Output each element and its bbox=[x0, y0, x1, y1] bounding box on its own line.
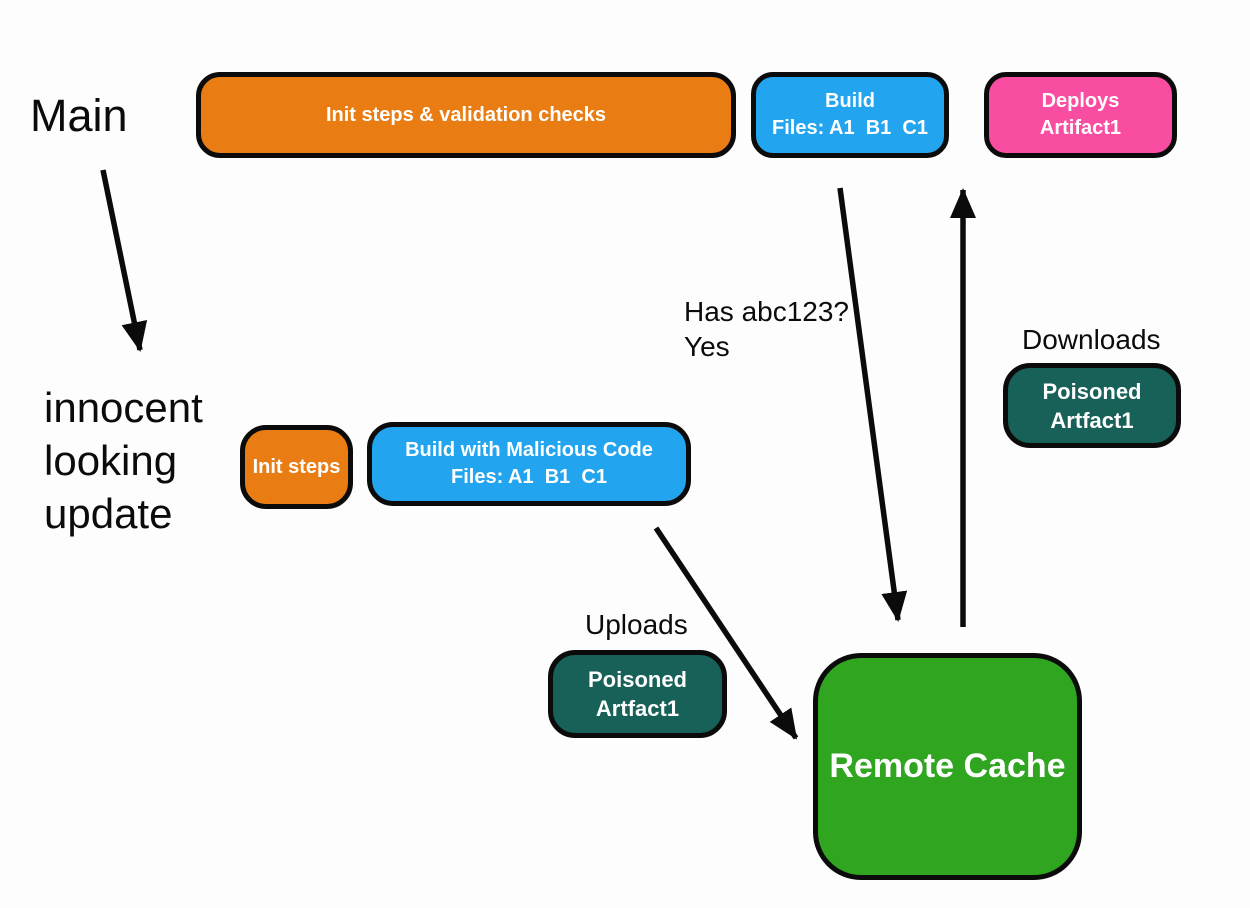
node-malicious-build-line1: Build with Malicious Code bbox=[405, 439, 653, 461]
label-innocent-update: innocent looking update bbox=[44, 381, 203, 540]
node-build-line2: Files: A1 B1 C1 bbox=[772, 117, 928, 139]
label-innocent-update-line1: innocent bbox=[44, 384, 203, 431]
label-innocent-update-line3: update bbox=[44, 490, 173, 537]
node-remote-cache: Remote Cache bbox=[813, 653, 1082, 880]
node-remote-cache-label: Remote Cache bbox=[829, 747, 1066, 785]
node-poisoned-artifact-download: Poisoned Artfact1 bbox=[1003, 363, 1181, 448]
node-init-steps-label: Init steps bbox=[252, 455, 341, 478]
node-build: Build Files: A1 B1 C1 bbox=[751, 72, 949, 158]
node-deploys-line1: Deploys bbox=[1041, 90, 1120, 112]
node-init-validation-checks: Init steps & validation checks bbox=[196, 72, 736, 158]
label-uploads: Uploads bbox=[585, 609, 688, 640]
label-innocent-update-line2: looking bbox=[44, 437, 178, 484]
label-cache-check-answer: Yes bbox=[684, 331, 730, 362]
label-downloads: Downloads bbox=[1022, 324, 1161, 355]
node-poisoned-upload-line2: Artfact1 bbox=[595, 696, 680, 721]
node-init-validation-label: Init steps & validation checks bbox=[325, 103, 607, 126]
node-poisoned-download-line1: Poisoned bbox=[1042, 378, 1142, 404]
node-build-line1: Build bbox=[825, 90, 875, 112]
arrow-build-to-remote-cache bbox=[837, 187, 908, 622]
label-cache-check: Has abc123? Yes bbox=[684, 294, 849, 364]
node-poisoned-artifact-upload: Poisoned Artfact1 bbox=[548, 650, 727, 738]
node-deploys-line2: Artifact1 bbox=[1039, 117, 1122, 139]
node-malicious-build-line2: Files: A1 B1 C1 bbox=[451, 466, 607, 488]
node-poisoned-download-line2: Artfact1 bbox=[1050, 407, 1134, 433]
label-cache-check-question: Has abc123? bbox=[684, 296, 850, 327]
node-deploys-artifact: Deploys Artifact1 bbox=[984, 72, 1177, 158]
node-poisoned-upload-line1: Poisoned bbox=[587, 667, 687, 692]
node-malicious-build: Build with Malicious Code Files: A1 B1 C… bbox=[367, 422, 691, 506]
label-main-branch: Main bbox=[30, 90, 128, 141]
arrow-main-to-update bbox=[100, 169, 148, 352]
node-init-steps: Init steps bbox=[240, 425, 353, 509]
